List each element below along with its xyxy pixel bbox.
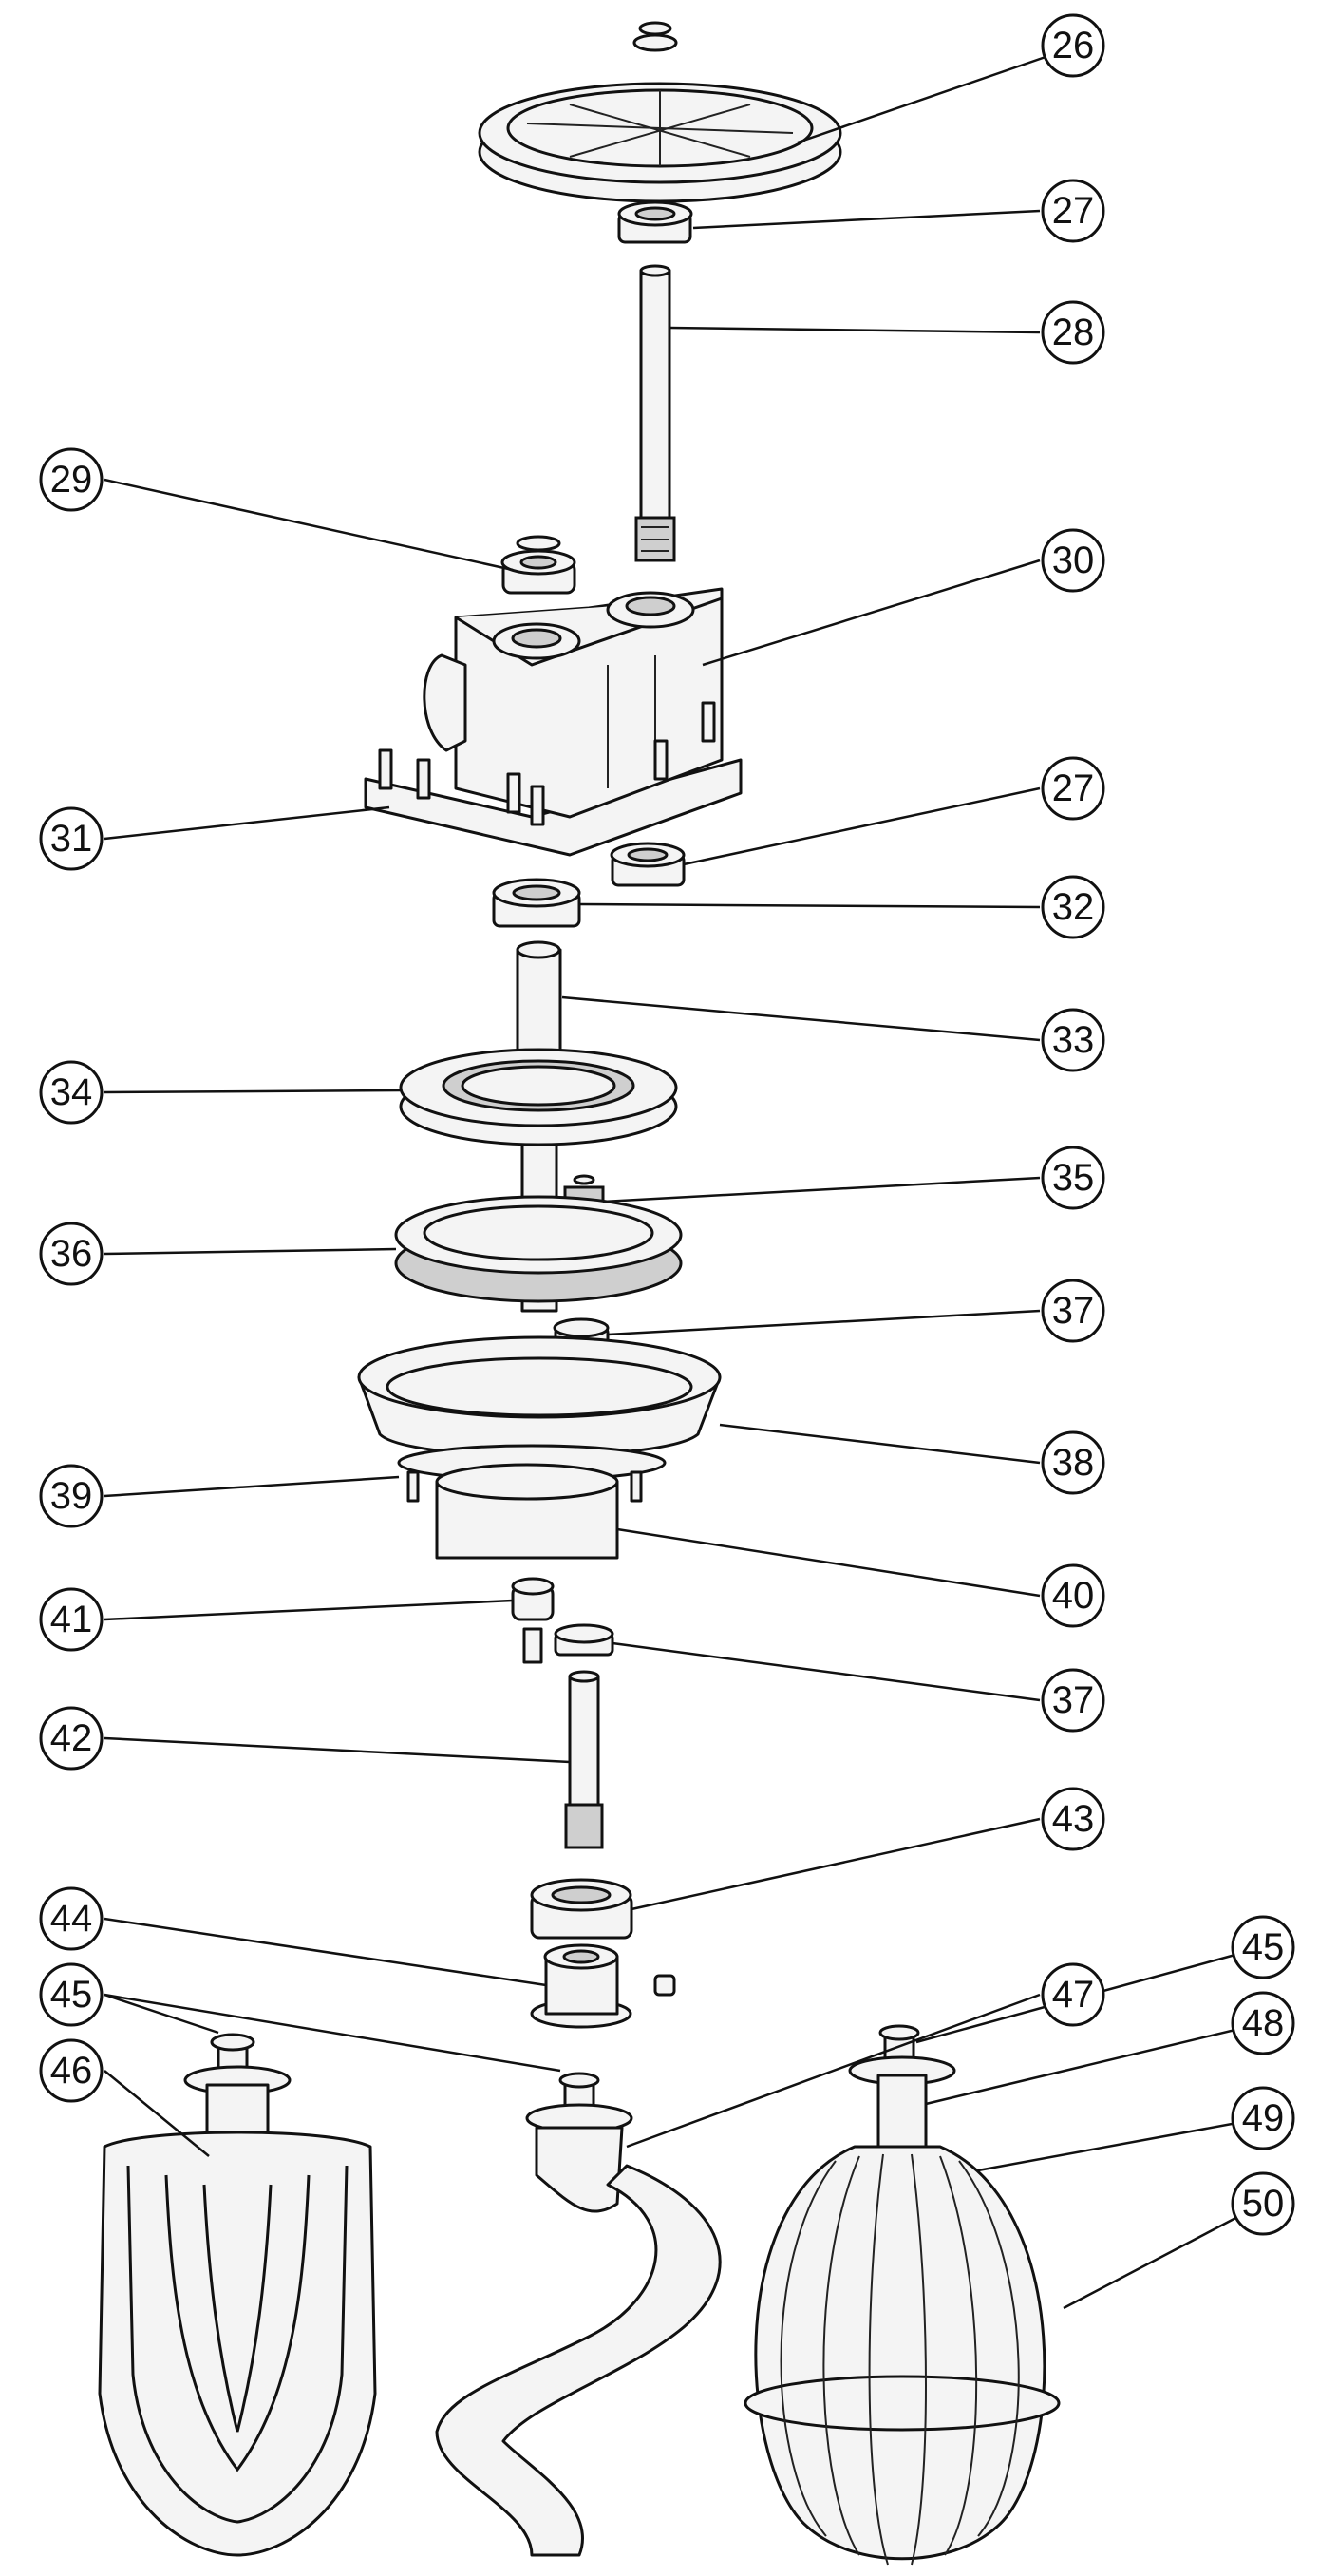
callout-33: 33 <box>1041 1008 1105 1072</box>
callout-29: 29 <box>39 447 104 512</box>
bearing-spindle <box>554 1623 614 1657</box>
callout-37-spindle-label: 37 <box>1052 1679 1095 1721</box>
spindle-bearing <box>530 1878 633 1940</box>
toothed-ring-gear <box>394 1195 683 1303</box>
callout-40-label: 40 <box>1052 1575 1095 1617</box>
callout-45-right-label: 45 <box>1242 1926 1285 1968</box>
callout-29-label: 29 <box>50 459 93 501</box>
callout-41: 41 <box>39 1587 104 1652</box>
tool-coupling <box>530 1943 676 2029</box>
bearing-lower <box>610 842 686 887</box>
callout-37-spindle: 37 <box>1041 1668 1105 1733</box>
callout-26-label: 26 <box>1052 25 1095 66</box>
gear-housing <box>364 587 743 857</box>
callout-32: 32 <box>1041 875 1105 939</box>
callout-26: 26 <box>1041 13 1105 78</box>
housing-base-screws <box>378 701 716 826</box>
callout-37-bowl-label: 37 <box>1052 1290 1095 1332</box>
input-shaft <box>634 264 676 562</box>
callout-43-label: 43 <box>1052 1798 1095 1840</box>
callout-42: 42 <box>39 1706 104 1771</box>
callout-36: 36 <box>39 1222 104 1286</box>
planetary-bowl <box>357 1335 722 1457</box>
callout-50-label: 50 <box>1242 2183 1285 2225</box>
callout-49-label: 49 <box>1242 2097 1285 2139</box>
callout-34-label: 34 <box>50 1071 93 1113</box>
callout-30: 30 <box>1041 528 1105 593</box>
callout-44: 44 <box>39 1886 104 1951</box>
spindle-shaft <box>564 1670 604 1849</box>
callout-38: 38 <box>1041 1430 1105 1495</box>
callout-40: 40 <box>1041 1563 1105 1628</box>
callout-32-label: 32 <box>1052 886 1095 928</box>
callout-49: 49 <box>1231 2086 1295 2150</box>
flat-beater <box>98 2033 377 2557</box>
callout-38-label: 38 <box>1052 1442 1095 1484</box>
oil-seal <box>511 1577 555 1664</box>
callout-37-bowl: 37 <box>1041 1279 1105 1343</box>
callout-27-lower-label: 27 <box>1052 767 1095 809</box>
callout-30-label: 30 <box>1052 540 1095 581</box>
callout-28-label: 28 <box>1052 312 1095 353</box>
wire-whip <box>744 2024 1061 2566</box>
callout-47-label: 47 <box>1052 1974 1095 2016</box>
callout-48: 48 <box>1231 1991 1295 2055</box>
pulley <box>478 21 842 203</box>
callout-46-label: 46 <box>50 2050 93 2092</box>
callout-28: 28 <box>1041 300 1105 365</box>
planetary-head <box>406 1463 643 1560</box>
leader-lines <box>104 46 1264 2310</box>
callout-39-label: 39 <box>50 1475 93 1517</box>
callout-45-left: 45 <box>39 1962 104 2027</box>
callout-27-top-label: 27 <box>1052 190 1095 232</box>
bearing-housing <box>500 535 576 595</box>
callout-45-left-label: 45 <box>50 1974 93 2016</box>
internal-ring-gear <box>399 1048 678 1146</box>
callout-44-label: 44 <box>50 1898 93 1940</box>
callout-48-label: 48 <box>1242 2002 1285 2044</box>
callout-46: 46 <box>39 2038 104 2103</box>
callout-27-lower: 27 <box>1041 756 1105 821</box>
callout-45-right: 45 <box>1231 1915 1295 1979</box>
callout-33-label: 33 <box>1052 1019 1095 1061</box>
callout-50: 50 <box>1231 2171 1295 2236</box>
callout-43: 43 <box>1041 1787 1105 1851</box>
bearing-top <box>617 200 693 244</box>
callout-39: 39 <box>39 1464 104 1528</box>
callout-31: 31 <box>39 806 104 871</box>
callout-36-label: 36 <box>50 1233 93 1275</box>
callout-27-top: 27 <box>1041 179 1105 243</box>
callout-41-label: 41 <box>50 1599 93 1640</box>
callout-35-label: 35 <box>1052 1157 1095 1199</box>
dough-hook <box>435 2072 722 2557</box>
bearing-shaft <box>492 878 581 928</box>
callout-42-label: 42 <box>50 1717 93 1759</box>
callout-47: 47 <box>1041 1962 1105 2027</box>
callout-35: 35 <box>1041 1146 1105 1210</box>
callout-34: 34 <box>39 1060 104 1125</box>
callout-31-label: 31 <box>50 818 93 860</box>
